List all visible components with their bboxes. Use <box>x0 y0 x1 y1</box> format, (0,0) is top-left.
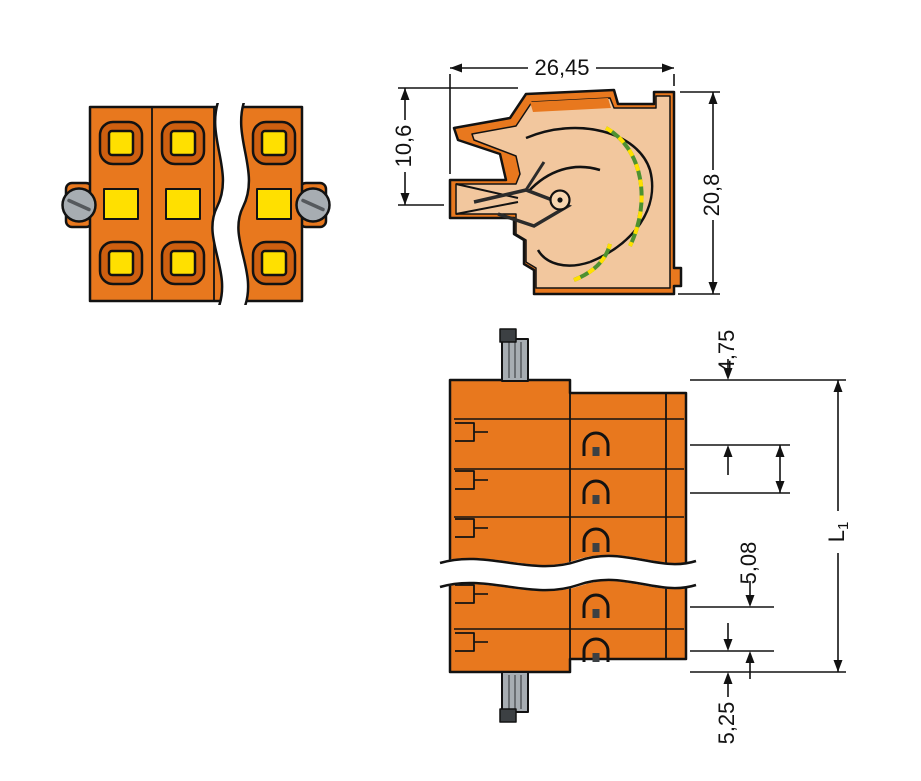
arrowhead <box>723 639 733 651</box>
ground-spring <box>573 126 644 282</box>
keyhole-notch <box>582 431 610 456</box>
clamp-spring-cage <box>525 126 654 267</box>
dimension-20-8: 20,8 <box>678 91 724 295</box>
arrowhead <box>723 368 733 380</box>
push-opening <box>98 120 144 166</box>
dimension-label-total-length: L1 <box>824 522 852 543</box>
arrowhead <box>745 595 755 607</box>
strip-body-outline <box>448 378 688 674</box>
dimension-label-entry-height: 10,6 <box>391 125 416 168</box>
center-boss <box>549 189 571 211</box>
latch-window <box>455 584 488 604</box>
arrowhead <box>775 445 785 457</box>
arrowhead <box>400 88 410 100</box>
push-opening <box>160 120 206 166</box>
dimension-26-45: 26,45 <box>449 55 675 174</box>
break-line <box>436 554 700 592</box>
keyhole-notch <box>582 527 610 552</box>
dimension-5-08: 5,08 <box>736 542 761 679</box>
dimension-label-width: 26,45 <box>534 55 589 80</box>
fixing-screw-bottom <box>499 671 529 723</box>
arrowhead <box>708 92 718 104</box>
arrowhead <box>745 651 755 663</box>
latch-window <box>455 632 488 652</box>
arrowhead <box>662 63 674 73</box>
dimension-l1: L1 <box>824 380 852 672</box>
dimension-10-6: 10,6 <box>391 87 518 206</box>
push-opening <box>160 240 206 286</box>
arrowhead <box>450 63 462 73</box>
break-line <box>211 103 251 305</box>
keyhole-notch <box>582 479 610 504</box>
busbar <box>530 98 611 112</box>
keyhole-notch <box>582 593 610 618</box>
dimension-label-pitch: 5,08 <box>736 542 761 585</box>
marker-window <box>165 188 201 220</box>
marker-window <box>256 188 292 220</box>
push-opening <box>251 240 297 286</box>
push-opening <box>98 240 144 286</box>
arrowhead <box>833 660 843 672</box>
arrowhead <box>400 193 410 205</box>
dimension-4-75: 4,75 <box>714 330 739 475</box>
dimension-label-total-height: 20,8 <box>699 174 724 217</box>
keyhole-notch <box>582 637 610 662</box>
marker-window <box>103 188 139 220</box>
dimension-5-25: 5,25 <box>714 623 739 744</box>
front-view <box>61 103 331 305</box>
arrowhead <box>708 282 718 294</box>
screw-head-left <box>61 187 97 223</box>
arrowhead <box>833 380 843 392</box>
latch-window <box>455 518 488 538</box>
dimension-label-top-offset: 4,75 <box>714 330 739 373</box>
section-view: 26,45 10,6 20,8 <box>391 55 724 296</box>
side-view: 4,75 5,08 5,25 <box>436 328 852 744</box>
dimension-pitch-arrows <box>775 445 785 493</box>
dimension-label-bottom-offset: 5,25 <box>714 702 739 745</box>
screw-head-right <box>295 187 331 223</box>
arrowhead <box>723 672 733 684</box>
arrowhead <box>775 481 785 493</box>
push-opening <box>251 120 297 166</box>
latch-window <box>455 470 488 490</box>
latch-window <box>455 422 488 442</box>
arrowhead <box>723 445 733 457</box>
fixing-screw-top <box>499 328 529 382</box>
